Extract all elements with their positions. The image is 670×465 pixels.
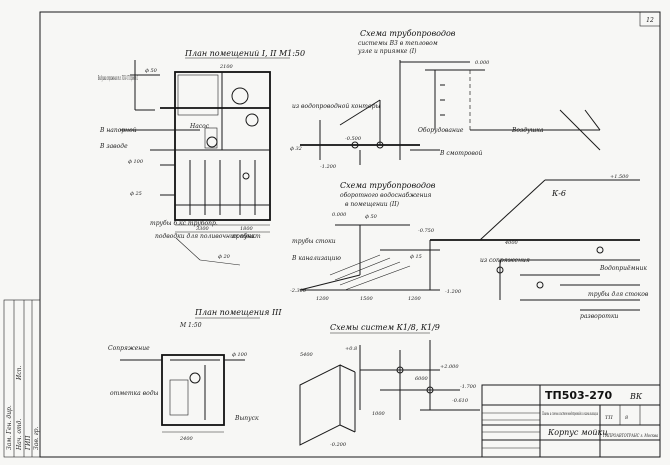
label-vypusk: Выпуск <box>234 415 259 422</box>
strip-text-1: Зам. Ген. дир. <box>6 405 13 450</box>
label-tech-oborud: Оборудование <box>418 127 464 134</box>
strip-text-2: Нач. отд. <box>16 419 23 451</box>
dim-plan1-width: 2100 <box>219 64 234 70</box>
strip-text-5: Исп. <box>16 366 23 381</box>
dim-plan2: 2400 <box>179 436 194 442</box>
label-truby-bks: трубы б.кс трубопр. <box>150 220 218 227</box>
level-mid-2: -0.750 <box>418 228 435 234</box>
level-bot-3: -0.610 <box>452 398 469 404</box>
label-pump: Насос <box>189 123 210 130</box>
pipe-label-1: ф 50 <box>145 67 158 74</box>
scheme-top-title: Схема трубопроводов <box>360 29 456 38</box>
sheet-frame <box>39 11 661 458</box>
label-dlya-voda: отметка воды <box>110 390 158 397</box>
strip-text-3: ГИП <box>25 435 32 451</box>
corner-box <box>639 11 661 27</box>
dim-mid-1: 1200 <box>316 296 330 302</box>
scheme-top-pipes <box>300 60 470 165</box>
pipe-label-3: ф 25 <box>130 190 142 197</box>
label-truby-stoki: трубы стоки <box>292 238 336 245</box>
title-block-code: ТП503-270 <box>545 389 613 402</box>
dim-bot-3: 5400 <box>300 352 314 358</box>
strip-text-4: Зав. гр. <box>33 427 40 450</box>
label-v-zavode: В заводе <box>99 143 128 150</box>
level-top-3: -1.200 <box>320 164 337 170</box>
dim-bot-2: 6000 <box>415 376 429 382</box>
scheme-mid-pipes <box>299 179 640 311</box>
dim-mid-2: 1500 <box>360 296 374 302</box>
label-smotrovoy: В смотровой <box>439 150 483 157</box>
pipe-label-6: ф 15 <box>410 253 422 260</box>
label-iz-sopryazh: из сопряжения <box>480 257 530 264</box>
plan-1-title: План помещений I, II М1:50 <box>184 49 305 58</box>
level-bot-5: -0.200 <box>330 442 347 448</box>
pipe-label-4: ф 20 <box>218 253 231 260</box>
plan-1-walls <box>140 71 271 233</box>
dim-plan1-a: 3300 <box>196 226 210 232</box>
pipe-label-7: ф 50 <box>365 213 378 220</box>
label-razvorotki: разворотки <box>580 313 619 320</box>
dim-plan1-b: 1800 <box>240 226 254 232</box>
level-bot-1: +2.000 <box>440 364 459 370</box>
plan-2-title: План помещения III <box>194 308 282 317</box>
label-v-kanal: В канализацию <box>291 255 342 262</box>
level-top-2: -0.500 <box>345 136 362 142</box>
level-bot-2: -1.700 <box>460 384 477 390</box>
scheme-mid-title-3: в помещении (II) <box>345 201 400 208</box>
title-block-stage: ТП <box>605 415 613 421</box>
pipe-label-5: ф 32 <box>290 145 302 152</box>
title-block-frame <box>481 384 661 458</box>
scheme-top-title-3: узле и приямке (I) <box>357 48 417 55</box>
label-vozdukh: Воздушка <box>511 127 544 134</box>
title-block-org: ГИПРОАВТОТРАНС г. Москва <box>602 433 658 439</box>
label-truby-dlya-stokov: трубы для стоков <box>588 291 649 298</box>
scheme-mid-title: Схема трубопроводов <box>340 181 436 190</box>
pipe-label-8: ф 100 <box>232 351 248 358</box>
pipe-label-2: ф 100 <box>128 158 144 165</box>
dim-mid-4: 4000 <box>504 240 519 246</box>
label-iz-vodoprovodnoy: из водопроводной конторы <box>292 103 380 110</box>
plan-2-scale: М 1:50 <box>179 322 202 329</box>
axis-label-k6: К-6 <box>551 189 566 198</box>
title-block-sheet-code: ВК <box>629 392 643 401</box>
label-podvodki: подводки для поливочных пункт <box>155 233 261 240</box>
corner-number: 12 <box>646 17 654 24</box>
level-mid-3: +1.500 <box>610 174 629 180</box>
plan-2-walls <box>120 354 245 433</box>
level-mid-5: -1.200 <box>445 289 462 295</box>
upper-right-structure <box>425 69 601 151</box>
level-mid-1: 0.000 <box>332 212 347 218</box>
label-vodopriemnik: Водоприёмник <box>599 265 647 272</box>
scheme-top-title-2: системы В3 в тепловом <box>358 40 438 47</box>
dim-bot-1: 1000 <box>372 411 386 417</box>
left-stamp-strip <box>3 299 41 458</box>
dim-mid-3: 1200 <box>408 296 422 302</box>
title-block-sheet: 8 <box>625 415 628 421</box>
label-v-sopryazh: Сопряжение <box>108 345 150 352</box>
title-block-desc: Планы и схемы систем водопровода и канал… <box>542 411 598 417</box>
title-block-name: Корпус мойки <box>547 428 607 437</box>
label-probka: пробка <box>232 233 255 240</box>
scheme-bottom-title: Схемы систем К1/8, К1/9 <box>330 323 440 332</box>
level-mid-4: -2.300 <box>290 288 307 294</box>
label-nasos: В напорной <box>99 127 137 134</box>
scheme-mid-title-2: оборотного водоснабжения <box>340 192 431 199</box>
level-top-1: 0.000 <box>475 60 490 66</box>
scheme-bottom-pipes <box>299 340 480 446</box>
riser-left <box>120 60 170 131</box>
level-bot-4: +0.8 <box>345 346 357 352</box>
label-vozdushka: Воздушка сопряжения т.п. 703-9-171 проек… <box>98 75 138 82</box>
